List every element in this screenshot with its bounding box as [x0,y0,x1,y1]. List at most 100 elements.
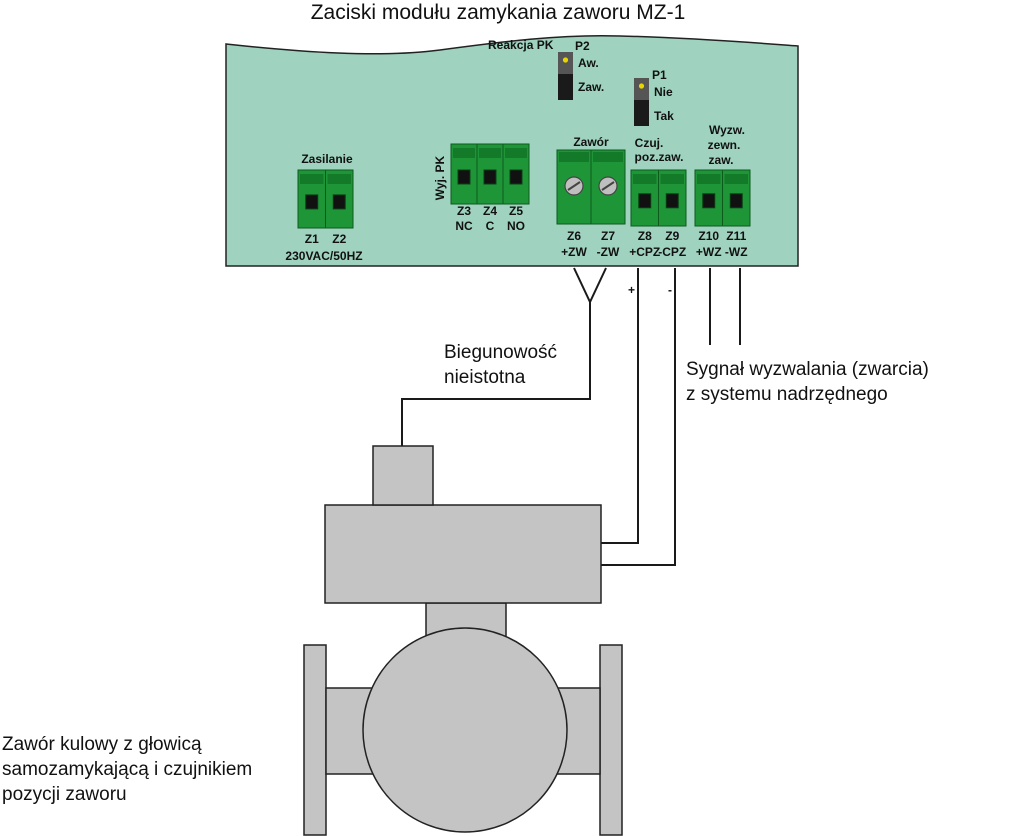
terminal-sub-label: NO [507,219,525,233]
wyzw-label-line2: zewn. [708,138,741,152]
screw-slot [601,181,615,191]
terminal-id-label: Z9 [665,229,679,243]
jumper-p1-dot [638,83,645,89]
note-trigger-line2: z systemu nadrzędnego [686,384,888,405]
note-valve: Zawór kulowy z głowicą samozamykającą i … [2,734,252,805]
screw-slot [567,181,581,191]
ball-valve [303,445,623,836]
terminal-id-label: Z1 [305,232,319,246]
terminal-id-label: Z2 [332,232,346,246]
terminal-z6[interactable]: Z6 +ZW [559,152,589,259]
terminal-socket [665,193,679,209]
terminal-socket [305,194,319,210]
terminal-z7[interactable]: Z7 -ZW [593,152,623,259]
terminal-ridge [300,174,324,184]
wire-zw-branch [573,267,607,305]
valve-connector-box [372,445,434,506]
wire-cpz-plus [601,268,639,544]
terminal-z8[interactable]: Z8 +CPZ [629,174,660,259]
jumper-p2-name: P2 [575,39,590,53]
wyj-pk-label: Wyj. PK [433,155,447,200]
terminal-id-label: Z11 [726,229,746,243]
wires [401,267,741,566]
terminal-id-label: Z8 [638,229,652,243]
valve-actuator-head [324,504,602,604]
valve-left-flange [303,644,327,836]
note-polarity-line1: Biegunowość [444,342,557,363]
terminal-z10[interactable]: Z10 +WZ [696,174,722,259]
jumper-p1[interactable]: P1 Nie Tak [634,68,674,126]
terminal-sub-label: NC [455,219,473,233]
terminal-z2[interactable]: Z2 [327,174,352,246]
diagram-title: Zaciski modułu zamykania zaworu MZ-1 [311,1,686,24]
terminal-socket [457,169,471,185]
jumper-p2-header: Reakcja PK [488,38,554,52]
zawor-label: Zawór [573,135,609,149]
jumper-p2[interactable]: Reakcja PK P2 Aw. Zaw. [488,38,604,100]
terminal-ridge [724,174,748,184]
terminal-ridge [593,152,623,162]
terminal-ridge [660,174,684,184]
terminal-id-label: Z3 [457,204,471,218]
terminal-sub-label: +ZW [561,245,587,259]
jumper-p2-dot [562,57,569,63]
terminal-sub-label: C [486,219,495,233]
terminal-socket [729,193,743,209]
jumper-p1-opt1: Nie [654,85,673,99]
jumper-p1-name: P1 [652,68,667,82]
terminal-ridge [479,148,501,158]
terminal-block-1: Z1 Z2 [297,169,354,246]
note-trigger: Sygnał wyzwalania (zwarcia) z systemu na… [686,359,929,405]
terminal-sub-label: -CPZ [658,245,686,259]
terminal-socket [332,194,346,210]
note-polarity: Biegunowość nieistotna [444,342,557,388]
czuj-label-line1: Czuj. [635,136,664,150]
wire-zw-main [401,302,591,446]
terminal-id-label: Z7 [601,229,615,243]
terminal-id-label: Z4 [483,204,497,218]
terminal-z4[interactable]: Z4C [479,148,501,233]
wyzw-label-line3: zaw. [709,153,734,167]
terminal-sub-label: +WZ [696,245,722,259]
jumper-p2-opt2: Zaw. [578,80,604,94]
terminal-block-5: Z10 +WZ Z11 -WZ [694,169,751,259]
terminal-sub-label: +CPZ [629,245,660,259]
terminal-id-label: Z5 [509,204,523,218]
czuj-label-line2: poz.zaw. [635,150,684,164]
wire-cpz-minus [601,268,676,566]
terminal-z11[interactable]: Z11 -WZ [724,174,749,259]
terminal-z1[interactable]: Z1 [300,174,324,246]
terminal-z9[interactable]: Z9 -CPZ [658,174,686,259]
terminal-ridge [697,174,721,184]
terminal-socket [638,193,652,209]
terminal-ridge [327,174,351,184]
note-trigger-line1: Sygnał wyzwalania (zwarcia) [686,359,929,380]
note-valve-line2: samozamykającą i czujnikiem [2,759,252,780]
terminal-ridge [453,148,475,158]
terminal-id-label: Z10 [698,229,719,243]
note-polarity-line2: nieistotna [444,367,526,388]
terminal-sub-label: -WZ [725,245,748,259]
zasilanie-label: Zasilanie [301,152,353,166]
note-valve-line3: pozycji zaworu [2,784,127,805]
valve-ball-body [362,627,568,833]
valve-right-flange [599,644,623,836]
terminal-block-3: Z6 +ZW Z7 -ZW [556,149,626,259]
zasilanie-rating: 230VAC/50HZ [285,249,362,263]
terminal-sub-label: -ZW [597,245,620,259]
terminal-socket [483,169,497,185]
terminal-id-label: Z6 [567,229,581,243]
terminal-ridge [559,152,589,162]
note-valve-line1: Zawór kulowy z głowicą [2,734,202,755]
wire-sign-plus: + [628,283,635,297]
wire-sign-minus: - [668,283,672,297]
terminal-ridge [505,148,527,158]
jumper-p2-opt1: Aw. [578,56,599,70]
terminal-ridge [633,174,657,184]
terminal-block-4: Z8 +CPZ Z9 -CPZ [629,169,687,259]
